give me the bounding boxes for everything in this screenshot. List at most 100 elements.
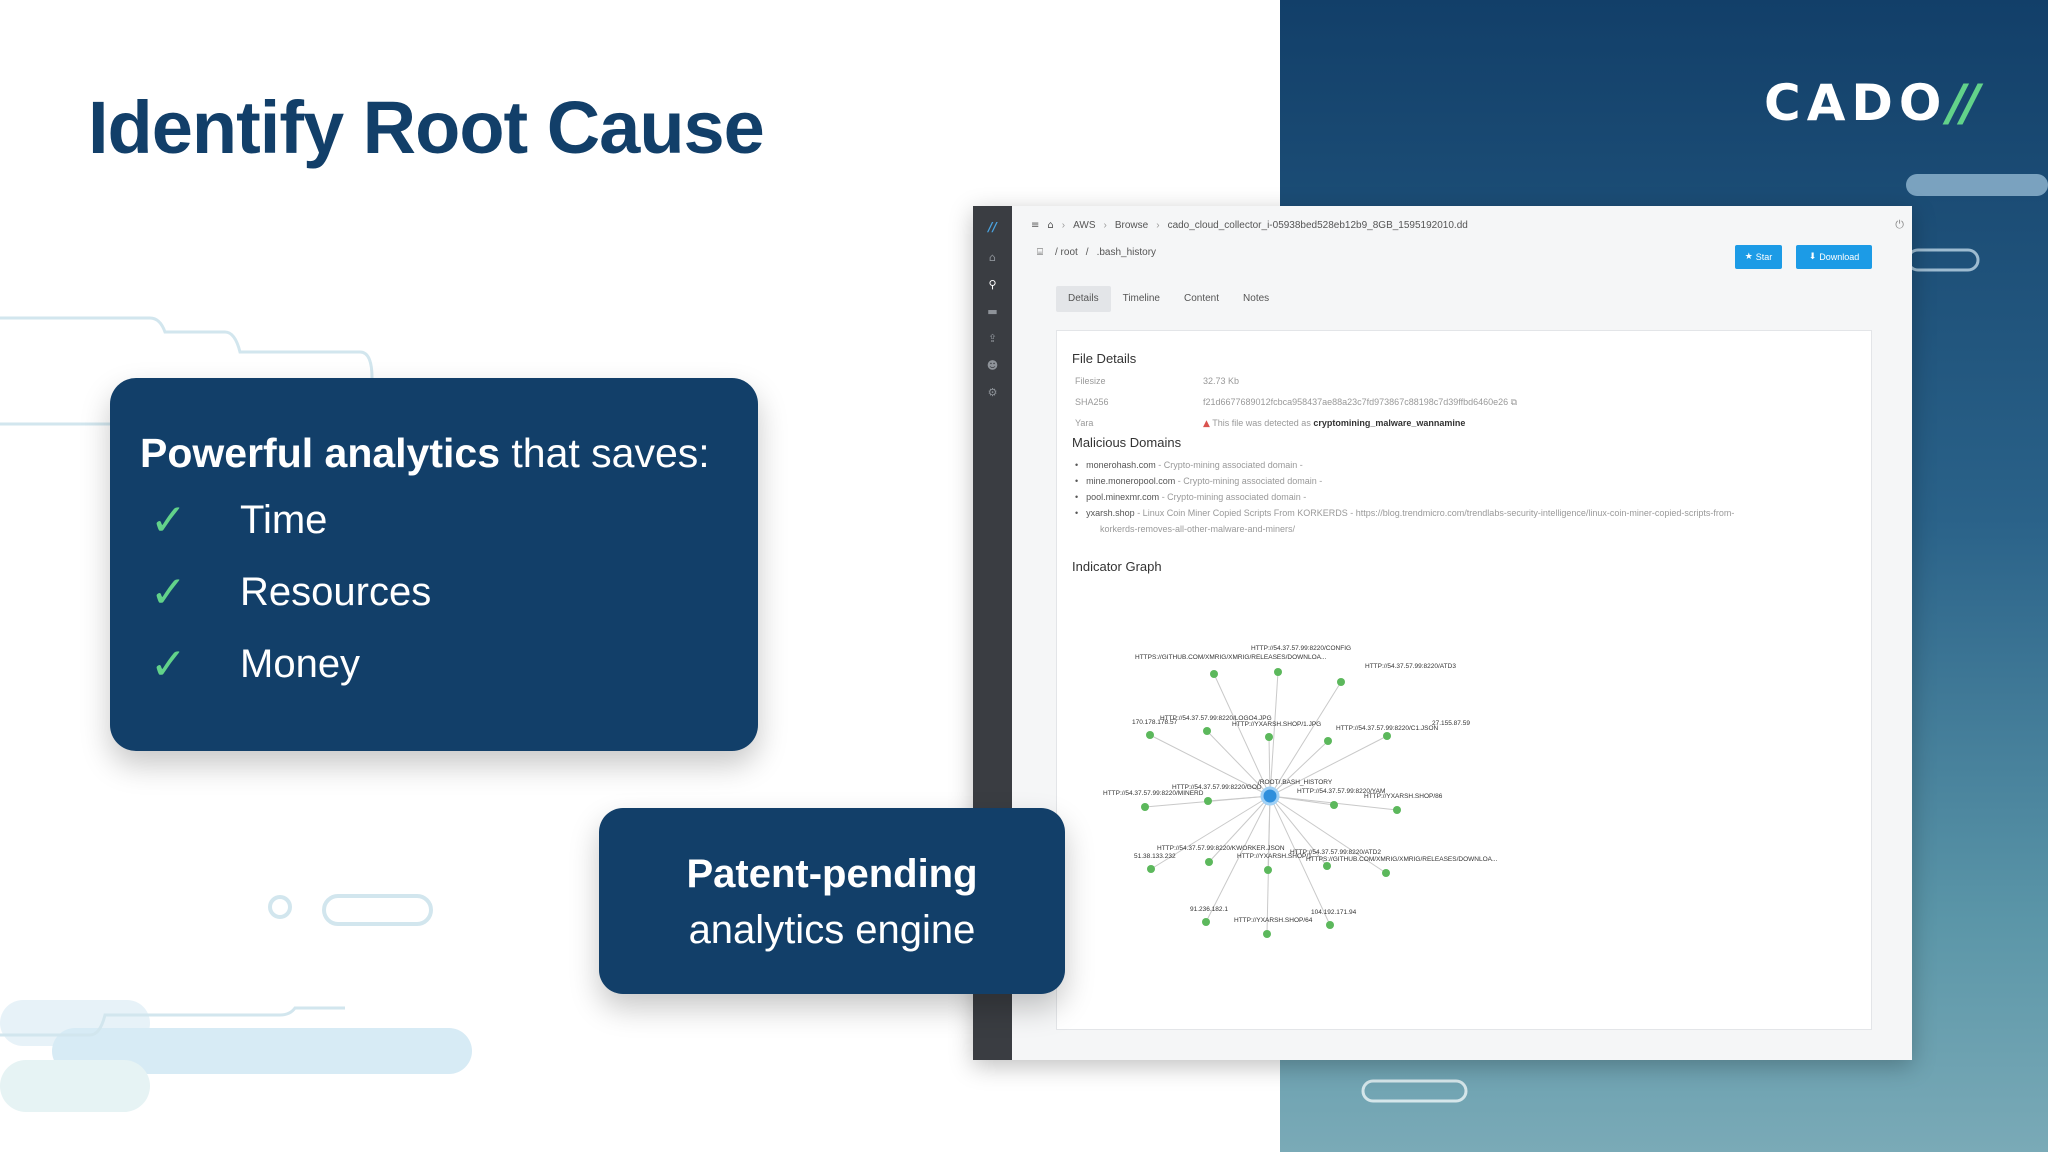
breadcrumb-item[interactable]: AWS xyxy=(1073,220,1096,231)
list-item: •mine.moneropool.com - Crypto-mining ass… xyxy=(1075,476,1322,486)
app-window: // ⌂ ⚲ ▬ ⇪ ☻ ⚙ ≡ ⌂ › AWS › Browse › cado… xyxy=(973,206,1912,1060)
graph-node-label: HTTP://YXARSH.SHOP/86 xyxy=(1364,793,1443,800)
breadcrumb-item[interactable]: Browse xyxy=(1114,220,1149,231)
graph-node-label: HTTP://54.37.57.99:8220/CONFIG xyxy=(1251,645,1351,652)
patent-card: Patent-pending analytics engine xyxy=(599,808,1065,994)
benefit-item: ✓ Resources xyxy=(150,564,431,620)
list-item: • yxarsh.shop - Linux Coin Miner Copied S… xyxy=(1075,508,1734,518)
domain-name: monerohash.com xyxy=(1086,460,1156,470)
graph-edge xyxy=(1269,795,1387,874)
graph-edge xyxy=(1266,795,1271,935)
chevron-right-icon: › xyxy=(1103,220,1107,231)
benefits-card: Powerful analytics that saves: ✓ Time ✓ … xyxy=(110,378,758,751)
graph-node-label: HTTP://YXARSH.SHOP/1.JPG xyxy=(1232,721,1321,728)
menu-icon[interactable]: ≡ xyxy=(1031,220,1040,231)
headline-rest: Root Cause xyxy=(343,86,765,169)
breadcrumb-item[interactable]: cado_cloud_collector_i-05938bed528eb12b9… xyxy=(1167,220,1468,231)
graph-node[interactable] xyxy=(1324,737,1332,745)
graph-node[interactable] xyxy=(1323,862,1331,870)
power-icon[interactable]: ⏻ xyxy=(1895,218,1904,231)
home-icon[interactable]: ⌂ xyxy=(989,251,996,264)
tab-content[interactable]: Content xyxy=(1184,293,1220,304)
graph-node[interactable] xyxy=(1141,803,1149,811)
upload-icon[interactable]: ⇪ xyxy=(987,332,998,345)
home-crumb-icon[interactable]: ⌂ xyxy=(1047,220,1054,231)
graph-node-label: 104.192.171.94 xyxy=(1311,909,1357,916)
graph-node[interactable] xyxy=(1393,806,1401,814)
graph-node[interactable] xyxy=(1330,801,1338,809)
sha256-row: f21d6677689012fcbca958437ae88a23c7fd9738… xyxy=(1203,397,1517,408)
graph-node[interactable] xyxy=(1205,858,1213,866)
download-button-label: Download xyxy=(1819,252,1860,262)
graph-edge xyxy=(1205,795,1271,923)
graph-edges xyxy=(1144,671,1398,935)
graph-node[interactable] xyxy=(1146,731,1154,739)
bullet: • xyxy=(1075,492,1079,502)
domain-desc: - Linux Coin Miner Copied Scripts From K… xyxy=(1134,508,1735,518)
domain-desc: - Crypto-mining associated domain - xyxy=(1175,476,1323,486)
graph-node-label: HTTP://54.37.57.99:8220/ATD3 xyxy=(1365,663,1456,670)
graph-center-node[interactable] xyxy=(1260,786,1280,806)
graph-node-label: HTTPS://GITHUB.COM/XMRIG/XMRIG/RELEASES/… xyxy=(1135,654,1327,661)
star-button[interactable]: ★Star xyxy=(1735,245,1782,269)
settings-icon[interactable]: ⚙ xyxy=(987,386,998,399)
graph-node[interactable] xyxy=(1382,869,1390,877)
graph-node-label: HTTP://54.37.57.99:8220/ATD2 xyxy=(1290,849,1381,856)
tab-timeline[interactable]: Timeline xyxy=(1122,293,1160,304)
benefit-item: ✓ Time xyxy=(150,492,327,548)
graph-node[interactable] xyxy=(1204,797,1212,805)
path-root[interactable]: / root xyxy=(1055,247,1078,258)
graph-node[interactable] xyxy=(1274,668,1282,676)
path-file[interactable]: .bash_history xyxy=(1096,247,1157,258)
details-panel: File Details Filesize 32.73 Kb SHA256 f2… xyxy=(1056,330,1872,1030)
domain-desc-continuation: korkerds-removes-all-other-malware-and-m… xyxy=(1100,524,1296,534)
graph-edge xyxy=(1269,735,1388,797)
folder-icon[interactable]: ▬ xyxy=(987,305,998,318)
graph-node[interactable] xyxy=(1337,678,1345,686)
yara-label: Yara xyxy=(1075,418,1094,428)
logo-mark: // xyxy=(1947,74,1979,132)
benefit-label: Resources xyxy=(240,569,432,614)
malicious-domains-title: Malicious Domains xyxy=(1072,435,1182,450)
benefits-title-bold: Powerful analytics xyxy=(140,430,501,476)
graph-edge xyxy=(1207,795,1271,802)
benefits-title-rest: that saves: xyxy=(500,430,710,476)
tab-notes[interactable]: Notes xyxy=(1243,293,1270,304)
graph-node[interactable] xyxy=(1264,866,1272,874)
users-icon[interactable]: ☻ xyxy=(986,359,999,372)
yara-row: ▲ This file was detected as cryptomining… xyxy=(1203,418,1465,429)
domain-name: yxarsh.shop xyxy=(1086,508,1135,518)
graph-node-label: 91.236.182.1 xyxy=(1190,906,1228,913)
graph-edge xyxy=(1269,671,1279,797)
graph-node[interactable] xyxy=(1202,918,1210,926)
tab-bar: Details Timeline Content Notes xyxy=(1056,286,1281,312)
file-path: ⌸ / root / .bash_history xyxy=(1037,247,1157,258)
graph-node[interactable] xyxy=(1147,865,1155,873)
graph-node[interactable] xyxy=(1326,921,1334,929)
graph-node-label: HTTP://54.37.57.99:8220/C1.JSON xyxy=(1336,725,1439,732)
graph-node[interactable] xyxy=(1265,733,1273,741)
domain-desc: - Crypto-mining associated domain - xyxy=(1159,492,1307,502)
indicator-graph-title: Indicator Graph xyxy=(1072,559,1162,574)
graph-edge xyxy=(1269,795,1328,867)
graph-edge xyxy=(1150,795,1271,870)
graph-edge xyxy=(1269,740,1329,797)
warning-icon: ▲ xyxy=(1203,419,1210,429)
graph-node[interactable] xyxy=(1263,930,1271,938)
download-button[interactable]: ⬇Download xyxy=(1796,245,1872,269)
app-logo-icon: // xyxy=(988,220,997,234)
path-separator: / xyxy=(1085,247,1089,258)
graph-node[interactable] xyxy=(1203,727,1211,735)
search-icon[interactable]: ⚲ xyxy=(988,278,997,291)
bullet: • xyxy=(1075,508,1079,518)
graph-node[interactable] xyxy=(1210,670,1218,678)
drive-icon: ⌸ xyxy=(1037,247,1043,258)
graph-edge xyxy=(1269,795,1331,926)
copy-icon[interactable]: ⧉ xyxy=(1510,398,1518,408)
yara-match: cryptomining_malware_wannamine xyxy=(1313,418,1466,428)
patent-card-subtitle: analytics engine xyxy=(688,908,976,952)
tab-details[interactable]: Details xyxy=(1056,286,1111,312)
graph-center-label: /ROOT/.BASH_HISTORY xyxy=(1258,779,1333,786)
graph-node[interactable] xyxy=(1383,732,1391,740)
